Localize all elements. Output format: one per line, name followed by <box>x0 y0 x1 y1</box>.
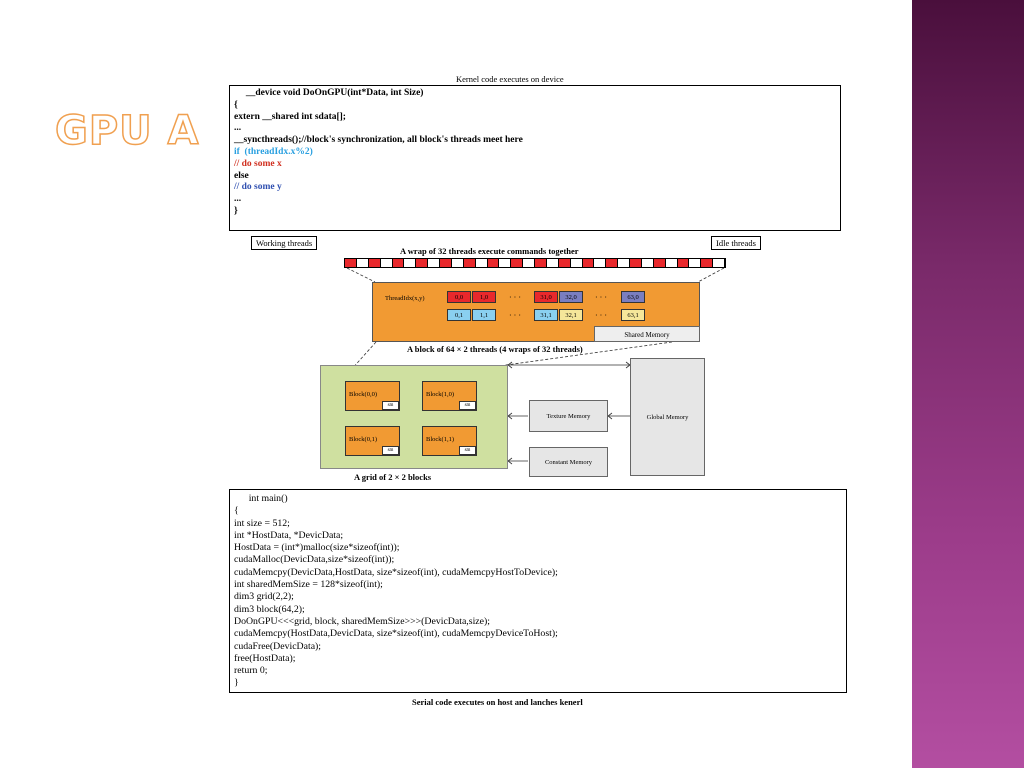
warp-thread-cell <box>606 259 619 267</box>
warp-thread-cell <box>713 259 725 267</box>
kernel-code-line: // do some y <box>234 182 282 193</box>
thread-cell: 63,1 <box>621 309 645 321</box>
warp-thread-cell <box>665 259 678 267</box>
warp-thread-cell <box>511 259 524 267</box>
host-code-line: DoOnGPU<<<grid, block, sharedMemSize>>>(… <box>234 615 490 627</box>
block-1-1: Block(1,1)sm <box>422 426 477 456</box>
host-code-line: int sharedMemSize = 128*sizeof(int); <box>234 579 383 591</box>
kernel-caption: Kernel code executes on device <box>456 74 564 84</box>
host-code-line: return 0; <box>234 665 268 677</box>
warp-thread-cell <box>677 259 690 267</box>
warp-thread-cell <box>701 259 714 267</box>
thread-cell: 32,0 <box>559 291 583 303</box>
warp-thread-cell <box>380 259 393 267</box>
block-0-0: Block(0,0)sm <box>345 381 400 411</box>
host-code-line: cudaFree(DevicData); <box>234 640 322 652</box>
host-code-line: int *HostData, *DevicData; <box>234 529 344 541</box>
thread-cell: 32,1 <box>559 309 583 321</box>
host-code-box: int main(){int size = 512;int *HostData,… <box>229 489 847 693</box>
warp-thread-cell <box>546 259 559 267</box>
thread-cell: 31,1 <box>534 309 558 321</box>
decorative-sidebar <box>912 0 1024 768</box>
warp-thread-cell <box>368 259 381 267</box>
kernel-code-line: } <box>234 205 238 216</box>
kernel-code-line: __syncthreads();//block's synchronizatio… <box>234 135 523 146</box>
host-code-line: free(HostData); <box>234 652 296 664</box>
thread-cell: 1,0 <box>472 291 496 303</box>
kernel-code-line: ... <box>234 123 242 134</box>
warp-thread-cell <box>594 259 607 267</box>
warp-thread-cell <box>451 259 464 267</box>
kernel-code-line: extern __shared int sdata[]; <box>234 111 346 122</box>
slide-title: GPU A <box>54 107 200 155</box>
warp-thread-cell <box>356 259 369 267</box>
host-code-line: } <box>234 677 239 689</box>
warp-thread-cell <box>689 259 702 267</box>
ellipsis: · · · <box>595 293 607 302</box>
kernel-code-line: // do some x <box>234 158 282 169</box>
thread-cell: 31,0 <box>534 291 558 303</box>
constant-memory: Constant Memory <box>529 447 608 477</box>
ellipsis: · · · <box>509 293 521 302</box>
kernel-code-line: if (threadIdx.x%2) <box>234 146 313 157</box>
warp-thread-cell <box>499 259 512 267</box>
warp-thread-cell <box>535 259 547 267</box>
warp-thread-cell <box>630 259 642 267</box>
ellipsis: · · · <box>509 311 521 320</box>
warp-caption: A wrap of 32 threads execute commands to… <box>400 246 579 256</box>
thread-cell: 63,0 <box>621 291 645 303</box>
global-memory: Global Memory <box>630 358 705 476</box>
warp-thread-cell <box>475 259 488 267</box>
block-1-0: Block(1,0)sm <box>422 381 477 411</box>
warp-thread-cell <box>641 259 654 267</box>
block-0-1: Block(0,1)sm <box>345 426 400 456</box>
kernel-code-line: __device void DoOnGPU(int*Data, int Size… <box>234 88 424 98</box>
host-code-line: dim3 block(64,2); <box>234 603 305 615</box>
warp-thread-cell <box>570 259 583 267</box>
host-caption: Serial code executes on host and lanches… <box>412 697 583 707</box>
grid-of-blocks: Block(0,0)sm Block(1,0)sm Block(0,1)sm B… <box>320 365 508 469</box>
texture-memory: Texture Memory <box>529 400 608 432</box>
warp-thread-cell <box>440 259 452 267</box>
idle-threads-label: Idle threads <box>711 236 761 250</box>
host-code-line: { <box>234 505 239 517</box>
warp-thread-cell <box>487 259 500 267</box>
warp-thread-cell <box>618 259 630 267</box>
warp-thread-cell <box>392 259 405 267</box>
thread-cell: 1,1 <box>472 309 496 321</box>
kernel-code-line: ... <box>234 194 242 205</box>
host-code-line: int size = 512; <box>234 517 290 529</box>
warp-thread-cell <box>653 259 666 267</box>
shared-memory: Shared Memory <box>594 326 700 342</box>
block-caption: A block of 64 × 2 threads (4 wraps of 32… <box>407 344 583 354</box>
host-code-line: HostData = (int*)malloc(size*sizeof(int)… <box>234 542 400 554</box>
host-code-line: cudaMemcpy(DevicData,HostData, size*size… <box>234 566 558 578</box>
warp-thread-cell <box>463 259 476 267</box>
thread-idx-label: ThreadIdx(x,y) <box>385 295 425 302</box>
ellipsis: · · · <box>595 311 607 320</box>
host-code-line: cudaMalloc(DevicData,size*sizeof(int)); <box>234 554 395 566</box>
warp-thread-cell <box>428 259 440 267</box>
host-code-line: cudaMemcpy(HostData,DevicData, size*size… <box>234 628 558 640</box>
kernel-code-line: else <box>234 170 249 181</box>
warp-strip <box>344 258 726 268</box>
thread-cell: 0,1 <box>447 309 471 321</box>
warp-thread-cell <box>416 259 429 267</box>
grid-caption: A grid of 2 × 2 blocks <box>354 472 432 482</box>
host-code-line: dim3 grid(2,2); <box>234 591 294 603</box>
warp-thread-cell <box>558 259 571 267</box>
warp-thread-cell <box>582 259 595 267</box>
host-code-line: int main() <box>234 493 288 504</box>
warp-thread-cell <box>523 259 535 267</box>
warp-thread-cell <box>345 259 357 267</box>
thread-cell: 0,0 <box>447 291 471 303</box>
warp-thread-cell <box>404 259 417 267</box>
kernel-code-box: __device void DoOnGPU(int*Data, int Size… <box>229 85 841 231</box>
working-threads-label: Working threads <box>251 236 318 250</box>
kernel-code-line: { <box>234 99 238 110</box>
